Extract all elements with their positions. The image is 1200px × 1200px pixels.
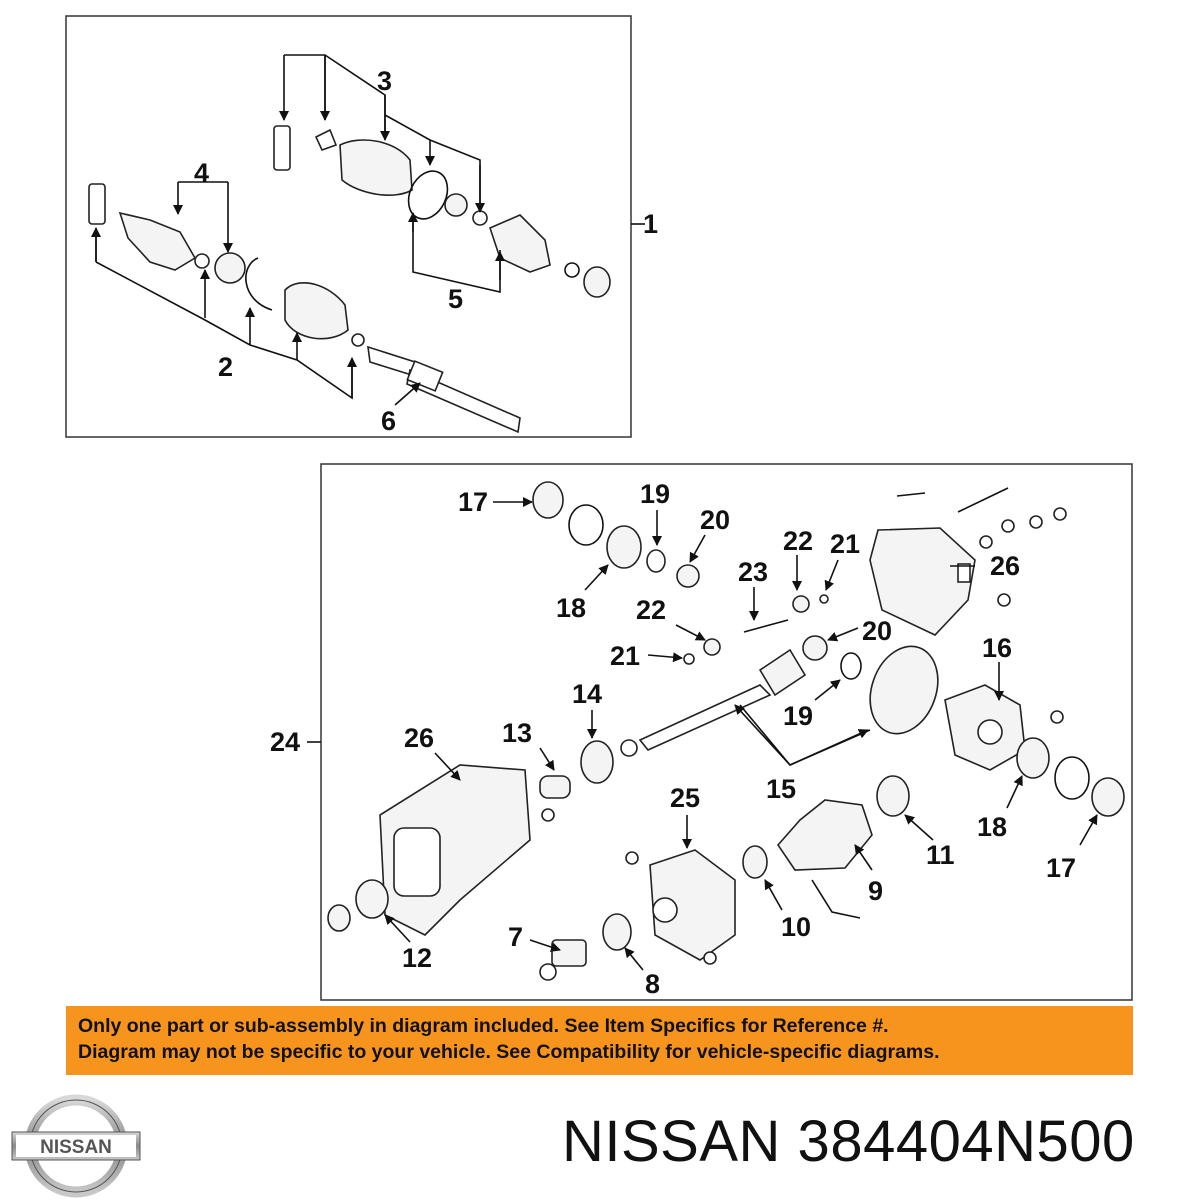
top-panel-frame: [65, 15, 632, 438]
disclaimer-banner: Only one part or sub-assembly in diagram…: [66, 1006, 1133, 1075]
disclaimer-line-2: Diagram may not be specific to your vehi…: [78, 1041, 940, 1063]
drive-shaft: [367, 345, 521, 434]
callout-21-mid: 21: [610, 641, 640, 671]
callout-17-top: 17: [458, 487, 488, 517]
callout-24: 24: [270, 727, 300, 757]
callout-18-top: 18: [556, 593, 586, 623]
callout-3: 3: [377, 66, 392, 96]
callout-19-top: 19: [640, 479, 670, 509]
top-leaders: [91, 54, 645, 406]
callout-18-right: 18: [977, 812, 1007, 842]
top-callouts: 1 2 3 4 5 6: [194, 66, 658, 436]
callout-14: 14: [572, 679, 602, 709]
bottom-panel-frame: [320, 463, 1133, 1001]
callout-22-top: 22: [783, 526, 813, 556]
callout-16: 16: [982, 633, 1012, 663]
callout-23: 23: [738, 557, 768, 587]
callout-22-mid: 22: [636, 595, 666, 625]
callout-20-top: 20: [700, 505, 730, 535]
callout-7: 7: [508, 922, 523, 952]
callout-20-mid: 20: [862, 616, 892, 646]
disclaimer-line-1: Only one part or sub-assembly in diagram…: [78, 1015, 889, 1037]
callout-26-right: 26: [990, 551, 1020, 581]
callout-13: 13: [502, 718, 532, 748]
callout-25: 25: [670, 783, 700, 813]
differential-parts: [327, 481, 1125, 981]
callout-21-top: 21: [830, 529, 860, 559]
outer-joint-parts: [88, 183, 365, 347]
bottom-callouts: 7 8 9 10 11 12 13 14 15 16 17 17 18 18 1…: [270, 479, 1076, 999]
callout-15: 15: [766, 774, 796, 804]
callout-1: 1: [643, 209, 658, 239]
callout-17-right: 17: [1046, 853, 1076, 883]
inner-joint-parts: [273, 125, 611, 298]
callout-26-left: 26: [404, 723, 434, 753]
callout-5: 5: [448, 284, 463, 314]
callout-4: 4: [194, 158, 209, 188]
callout-12: 12: [402, 943, 432, 973]
nissan-logo-icon: NISSAN: [11, 1094, 141, 1198]
callout-19-bottom: 19: [783, 701, 813, 731]
callout-11: 11: [926, 840, 955, 870]
callout-6: 6: [381, 406, 396, 436]
callout-2: 2: [218, 352, 233, 382]
callout-10: 10: [781, 912, 811, 942]
bottom-leaders: [307, 497, 1098, 971]
logo-wordmark: NISSAN: [40, 1137, 112, 1158]
part-title: NISSAN 384404N500: [562, 1109, 1135, 1174]
callout-9: 9: [868, 876, 883, 906]
callout-8: 8: [645, 969, 660, 999]
